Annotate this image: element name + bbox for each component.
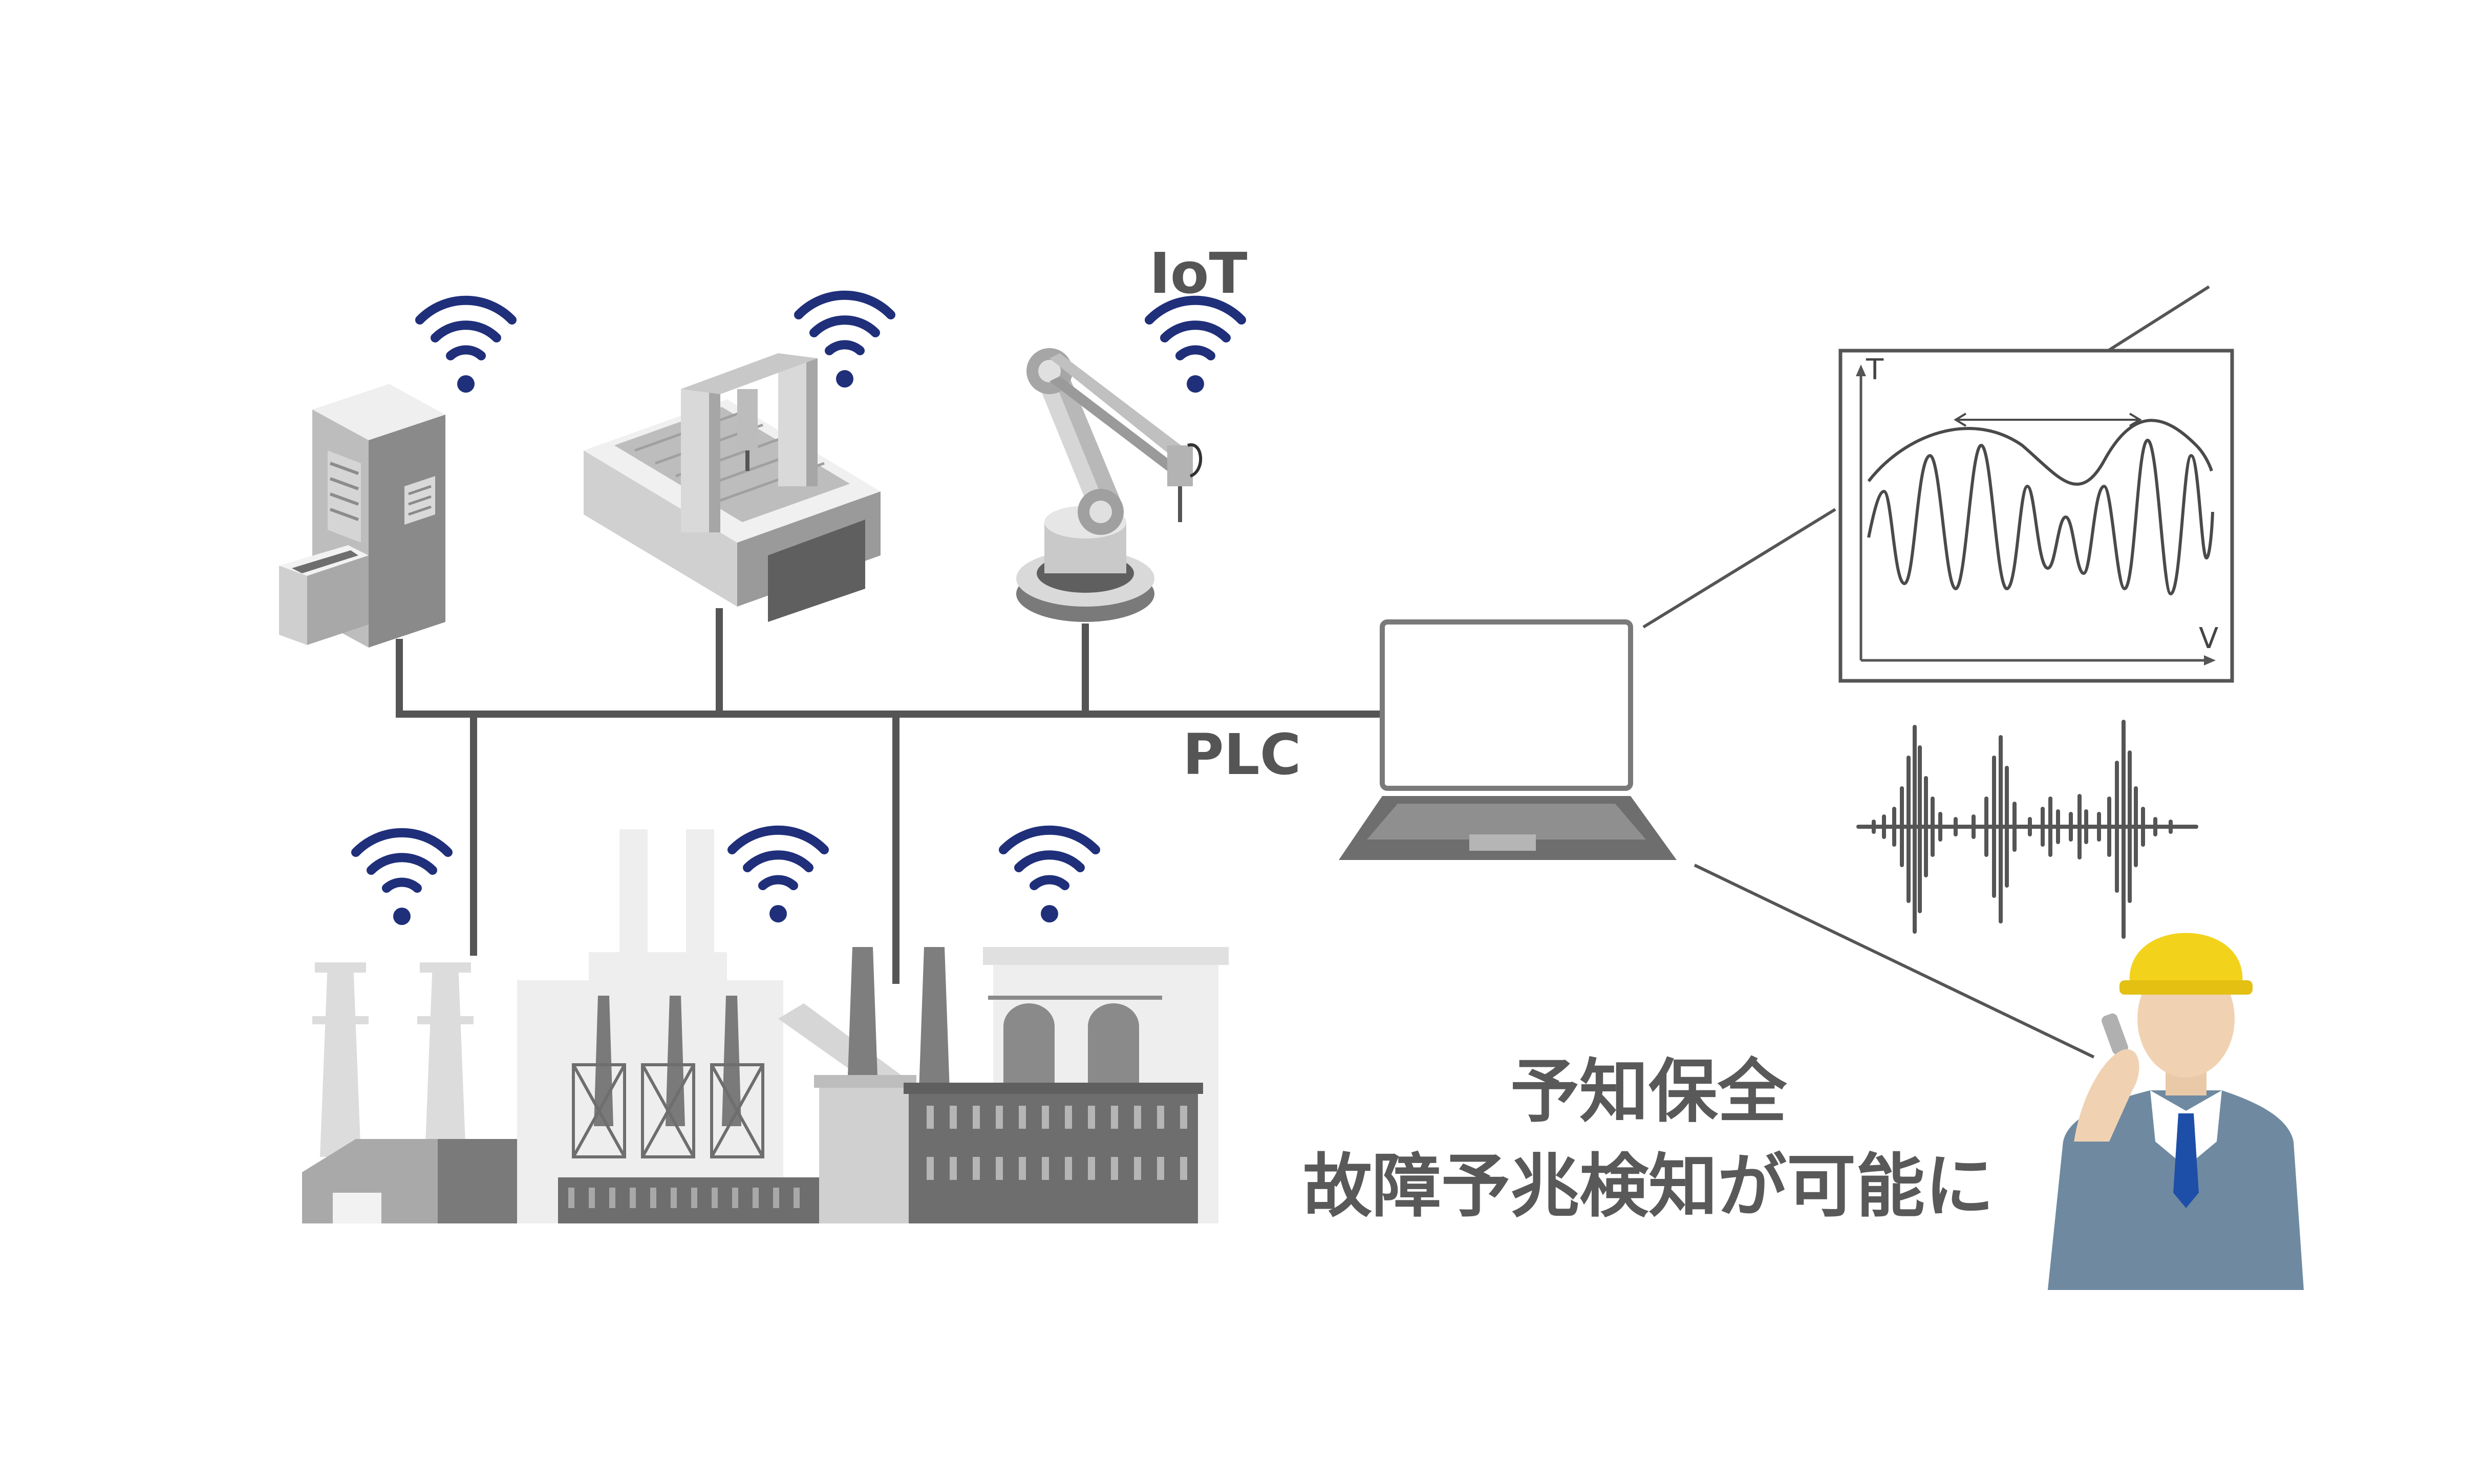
wifi-icon [732, 830, 824, 922]
caption-line-2: 故障予兆検知が可能に [1303, 1146, 1994, 1227]
graph-axis-x-label: V [2199, 622, 2219, 655]
wifi-icon [1149, 300, 1241, 393]
laptop-icon [1339, 619, 1677, 860]
wifi-icon [420, 300, 512, 393]
waveform-graph [1838, 349, 2234, 683]
oscillation-curve [1867, 438, 2214, 596]
caption-line-1: 予知保全 [1510, 1051, 1787, 1132]
iot-label: IoT [1149, 241, 1248, 306]
robot-arm-icon [1016, 348, 1202, 622]
network-bus [396, 608, 1386, 984]
plc-label: PLC [1183, 722, 1301, 787]
wifi-icon [1003, 830, 1096, 922]
graph-axis-y-label: T [1866, 353, 1884, 386]
sound-waveform [1856, 720, 2198, 939]
worker-icon [2048, 933, 2304, 1290]
conveyor-icon [584, 353, 881, 622]
factory-icon [302, 829, 1229, 1223]
caption: 予知保全 故障予兆検知が可能に [1259, 1044, 2038, 1234]
wifi-icon [356, 833, 448, 925]
envelope-curve [1867, 419, 2213, 486]
server-cabinet-icon [279, 384, 445, 648]
connector-lines [1642, 285, 2210, 1059]
